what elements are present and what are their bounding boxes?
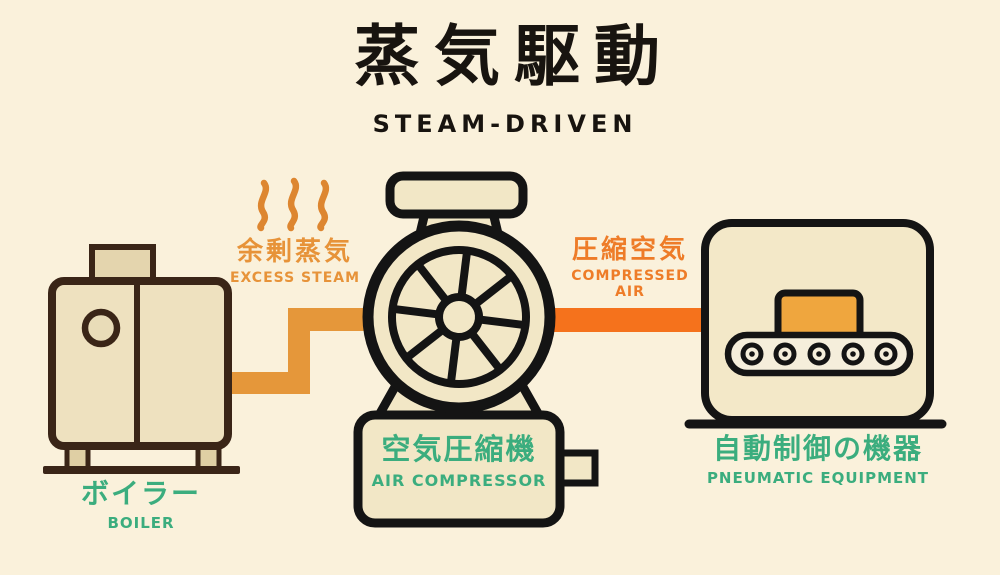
- page-subtitle: STEAM-DRIVEN: [372, 110, 638, 138]
- steam-wisps-icon: [257, 177, 330, 232]
- compressor-neck: [412, 195, 506, 247]
- conveyor-rollers: [740, 342, 898, 366]
- excess-steam-label-jp: 余剰蒸気: [236, 237, 353, 267]
- compressor-label-jp: 空気圧縮機: [381, 432, 537, 466]
- compressor-wheel-hub: [435, 293, 483, 341]
- compressor-wheel-spokes: [392, 250, 526, 384]
- excess-steam-pipe: [215, 308, 395, 394]
- boiler-chimney: [89, 244, 156, 294]
- compressed-air-label-en: COMPRESSED AIR: [571, 267, 689, 300]
- boiler-label-jp: ボイラー: [80, 477, 201, 510]
- conveyor-roller-dots: [749, 351, 889, 357]
- equipment-label: 自動制御の機器 PNEUMATIC EQUIPMENT: [688, 432, 948, 487]
- boiler-leg-right: [195, 440, 222, 472]
- cargo-box: [774, 289, 864, 343]
- equipment-label-jp: 自動制御の機器: [712, 432, 923, 465]
- boiler-leg-left: [64, 440, 91, 472]
- compressor-top-flange: [385, 171, 528, 219]
- boiler-body: [48, 277, 232, 450]
- compressor-wheel-rim: [388, 246, 530, 388]
- boiler-baseline: [43, 466, 240, 474]
- equipment-label-en: PNEUMATIC EQUIPMENT: [706, 468, 930, 487]
- compressor-label-en: AIR COMPRESSOR: [371, 470, 547, 490]
- equipment-cabinet: [701, 219, 934, 424]
- compressor-outlet: [552, 449, 599, 487]
- boiler-porthole: [81, 308, 121, 348]
- compressed-air-pipe: [540, 308, 708, 332]
- excess-steam-label-en: EXCESS STEAM: [229, 269, 361, 286]
- compressed-air-label-jp: 圧縮空気: [571, 235, 688, 265]
- compressor-housing: [362, 220, 556, 414]
- excess-steam-label: 余剰蒸気 EXCESS STEAM: [222, 238, 368, 286]
- compressor-label: 空気圧縮機 AIR COMPRESSOR: [360, 432, 558, 490]
- page-title: 蒸気駆動: [354, 18, 674, 95]
- compressed-air-label: 圧縮空気 COMPRESSED AIR: [556, 236, 704, 300]
- conveyor-belt: [724, 331, 914, 377]
- boiler-label-en: BOILER: [107, 513, 175, 532]
- compressor-struts: [366, 373, 552, 429]
- boiler-label: ボイラー BOILER: [41, 477, 241, 532]
